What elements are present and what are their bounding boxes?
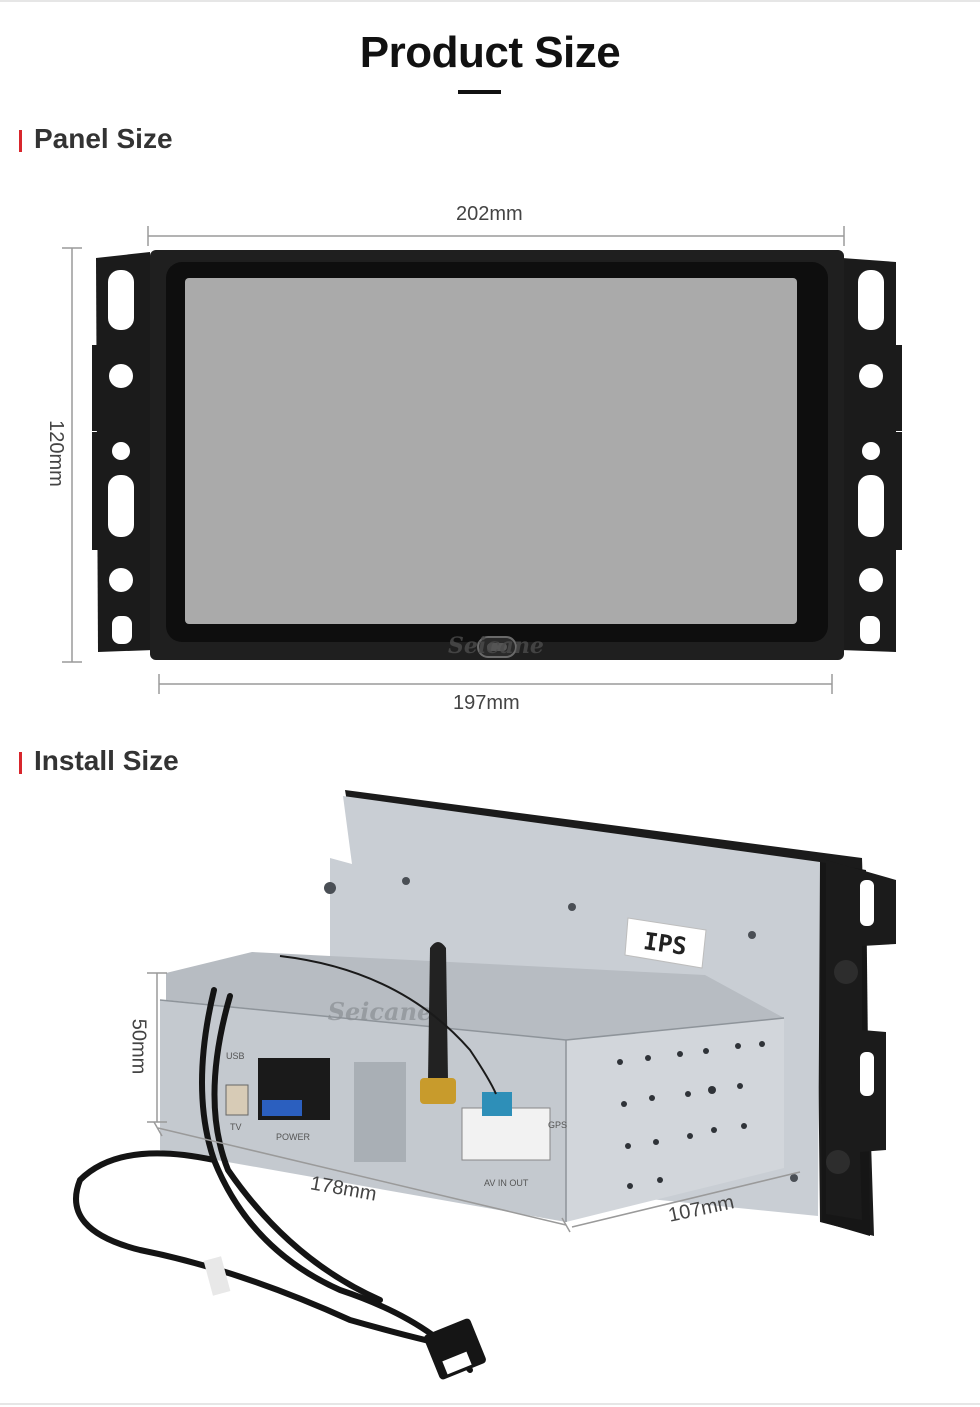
port-label-usb: USB: [226, 1051, 245, 1061]
port-label-av: AV IN OUT: [484, 1178, 529, 1188]
install-section-title: Install Size: [34, 745, 179, 776]
usb-cable: [73, 987, 473, 1373]
install-device: IPS USB TV PO: [73, 790, 896, 1380]
install-height-label: 50mm: [127, 1018, 150, 1075]
av-connector: [461, 1107, 551, 1161]
ips-label: IPS: [642, 927, 689, 961]
panel-width-bottom-label: 197mm: [453, 692, 520, 714]
panel-device: Seicane: [92, 250, 902, 660]
gps-connector: [482, 1092, 512, 1116]
install-section-marker: [19, 752, 22, 774]
panel-height-label: 120mm: [44, 420, 67, 487]
panel-width-top-label: 202mm: [456, 203, 523, 225]
panel-section-title: Panel Size: [34, 123, 173, 154]
panel-screen: [185, 278, 797, 624]
port-label-gps: GPS: [548, 1120, 567, 1130]
port-label-tv: TV: [230, 1122, 242, 1132]
title-underline: [458, 90, 501, 94]
panel-section-marker: [19, 130, 22, 152]
bottom-divider: [0, 1403, 980, 1405]
panel-brand-logo: Seicane: [448, 633, 544, 659]
chassis-brand-logo: Seicane: [328, 997, 433, 1026]
top-divider: [0, 0, 980, 2]
tv-connector: [225, 1084, 249, 1116]
page-title: Product Size: [359, 28, 621, 77]
panel-dimension-lines: [62, 226, 845, 694]
port-label-power: POWER: [276, 1132, 311, 1142]
